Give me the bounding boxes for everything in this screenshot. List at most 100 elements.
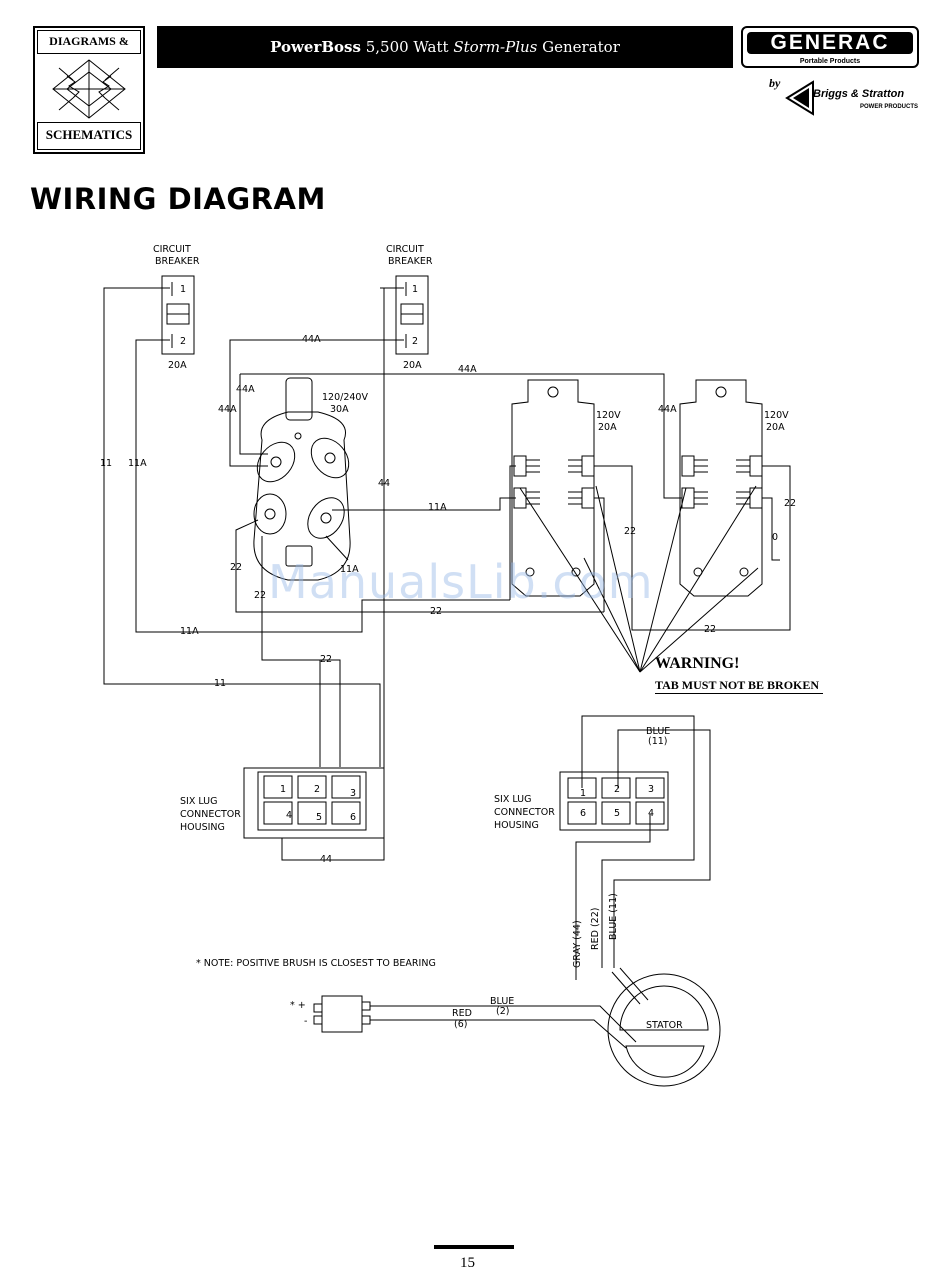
wire-label-11-bottom: 11 <box>214 678 226 689</box>
circuit-breaker-2 <box>395 275 429 355</box>
brand-name: GENERAC <box>747 32 913 54</box>
title-product: PowerBoss <box>270 38 361 56</box>
six-lug-connector-right <box>559 771 669 831</box>
circuit-breaker-1 <box>161 275 195 355</box>
briggs-stratton-icon <box>785 80 814 116</box>
brush-red-number: (6) <box>454 1019 467 1030</box>
warning-title: WARNING! <box>655 655 740 672</box>
right-connector-pin-2: 2 <box>614 784 620 795</box>
breaker-2-pin-1: 1 <box>412 284 418 295</box>
left-connector-pin-6: 6 <box>350 812 356 823</box>
breaker-2-label-b: BREAKER <box>388 256 433 267</box>
duplex-2-voltage: 120V <box>764 410 789 421</box>
brush-assembly <box>321 995 363 1033</box>
wire-label-22-lower: 22 <box>254 590 266 601</box>
wire-label-44a-top: 44A <box>302 334 321 345</box>
stator <box>607 973 721 1087</box>
duplex-receptacle-2 <box>679 379 763 597</box>
breaker-2-pin-2: 2 <box>412 336 418 347</box>
partner-sub: POWER PRODUCTS <box>860 104 919 110</box>
left-connector-pin-2: 2 <box>314 784 320 795</box>
wire-label-44a-left-b: 44A <box>218 404 237 415</box>
main-receptacle-voltage: 120/240V <box>322 392 368 403</box>
wire-label-11a-receptacle: 11A <box>340 564 359 575</box>
watermark: ManualsLib.com <box>268 555 654 609</box>
diagrams-schematics-logo: DIAGRAMS & SCHEMATICS <box>33 26 145 154</box>
wire-label-11a-mid: 11A <box>428 502 447 513</box>
title-model: Storm-Plus <box>453 38 538 56</box>
warning-text: TAB MUST NOT BE BROKEN <box>655 678 824 694</box>
wire-label-22-bottom: 22 <box>704 624 716 635</box>
brand-tagline: Portable Products <box>799 58 861 65</box>
left-connector-label-b: CONNECTOR <box>180 809 241 820</box>
brush-blue-number: (2) <box>496 1006 509 1017</box>
brush-red-lead: RED <box>452 1008 472 1019</box>
wire-label-22-connector: 22 <box>320 654 332 665</box>
wire-label-22-duplex: 22 <box>624 526 636 537</box>
page-number: 15 <box>460 1255 475 1271</box>
brush-note: * NOTE: POSITIVE BRUSH IS CLOSEST TO BEA… <box>196 958 436 969</box>
brush-negative-label: - <box>304 1016 307 1027</box>
six-lug-connector-left <box>243 767 385 839</box>
right-connector-pin-1: 1 <box>580 788 586 799</box>
main-receptacle-amps: 30A <box>330 404 349 415</box>
main-receptacle-120-240v <box>253 411 351 581</box>
left-connector-pin-4: 4 <box>286 810 292 821</box>
stator-lead-red: RED (22) <box>590 908 601 950</box>
wire-label-0: 0 <box>772 532 778 543</box>
left-connector-pin-1: 1 <box>280 784 286 795</box>
breaker-2-rating: 20A <box>403 360 422 371</box>
breaker-1-rating: 20A <box>168 360 187 371</box>
wire-label-22-bus: 22 <box>430 606 442 617</box>
left-connector-label-c: HOUSING <box>180 822 225 833</box>
main-receptacle-tab <box>285 377 313 421</box>
stator-lead-gray: GRAY (44) <box>572 920 583 968</box>
right-connector-pin-6: 6 <box>580 808 586 819</box>
breaker-2-label-a: CIRCUIT <box>386 244 424 255</box>
title-end: Generator <box>537 38 620 56</box>
right-connector-pin-4: 4 <box>648 808 654 819</box>
right-connector-label-b: CONNECTOR <box>494 807 555 818</box>
duplex-2-amps: 20A <box>766 422 785 433</box>
breaker-1-pin-2: 2 <box>180 336 186 347</box>
generac-logo: GENERAC Portable Products <box>741 26 919 68</box>
brush-positive-label: * + <box>290 1000 306 1011</box>
left-connector-pin-3: 3 <box>350 788 356 799</box>
page-number-rule <box>434 1245 514 1249</box>
left-connector-label-a: SIX LUG <box>180 796 218 807</box>
stator-top-lead-number: (11) <box>648 736 668 747</box>
stator-top-lead-color: BLUE <box>646 726 670 737</box>
wire-label-11a-left: 11A <box>128 458 147 469</box>
wire-label-44-vertical: 44 <box>378 478 390 489</box>
stator-label: STATOR <box>646 1020 683 1031</box>
stator-lead-blue: BLUE (11) <box>608 893 619 940</box>
logo-top-text: DIAGRAMS & <box>37 30 141 54</box>
breaker-1-label-a: CIRCUIT <box>153 244 191 255</box>
right-connector-label-a: SIX LUG <box>494 794 532 805</box>
wire-label-22-right: 22 <box>784 498 796 509</box>
right-connector-label-c: HOUSING <box>494 820 539 831</box>
wire-label-11-left: 11 <box>100 458 112 469</box>
right-connector-pin-5: 5 <box>614 808 620 819</box>
wire-label-44-bottom: 44 <box>320 854 332 865</box>
page-title: WIRING DIAGRAM <box>30 182 326 216</box>
partner-name: Briggs & Stratton <box>813 88 905 100</box>
brush-blue-lead: BLUE <box>490 996 514 1007</box>
duplex-1-amps: 20A <box>598 422 617 433</box>
left-connector-pin-5: 5 <box>316 812 322 823</box>
wire-label-44a-mid: 44A <box>458 364 477 375</box>
brand-by: by <box>769 76 781 90</box>
wire-label-11a-bottom: 11A <box>180 626 199 637</box>
wire-label-44a-left-a: 44A <box>236 384 255 395</box>
right-connector-pin-3: 3 <box>648 784 654 795</box>
schematic-star-icon <box>52 59 126 119</box>
duplex-receptacle-1 <box>511 379 595 597</box>
logo-bottom-text: SCHEMATICS <box>37 122 141 150</box>
breaker-1-pin-1: 1 <box>180 284 186 295</box>
document-title-bar: PowerBoss 5,500 Watt Storm-Plus Generato… <box>157 26 733 68</box>
title-rating: 5,500 Watt <box>360 38 454 56</box>
wire-label-22-left: 22 <box>230 562 242 573</box>
wire-label-44a-right: 44A <box>658 404 677 415</box>
breaker-1-label-b: BREAKER <box>155 256 200 267</box>
duplex-1-voltage: 120V <box>596 410 621 421</box>
